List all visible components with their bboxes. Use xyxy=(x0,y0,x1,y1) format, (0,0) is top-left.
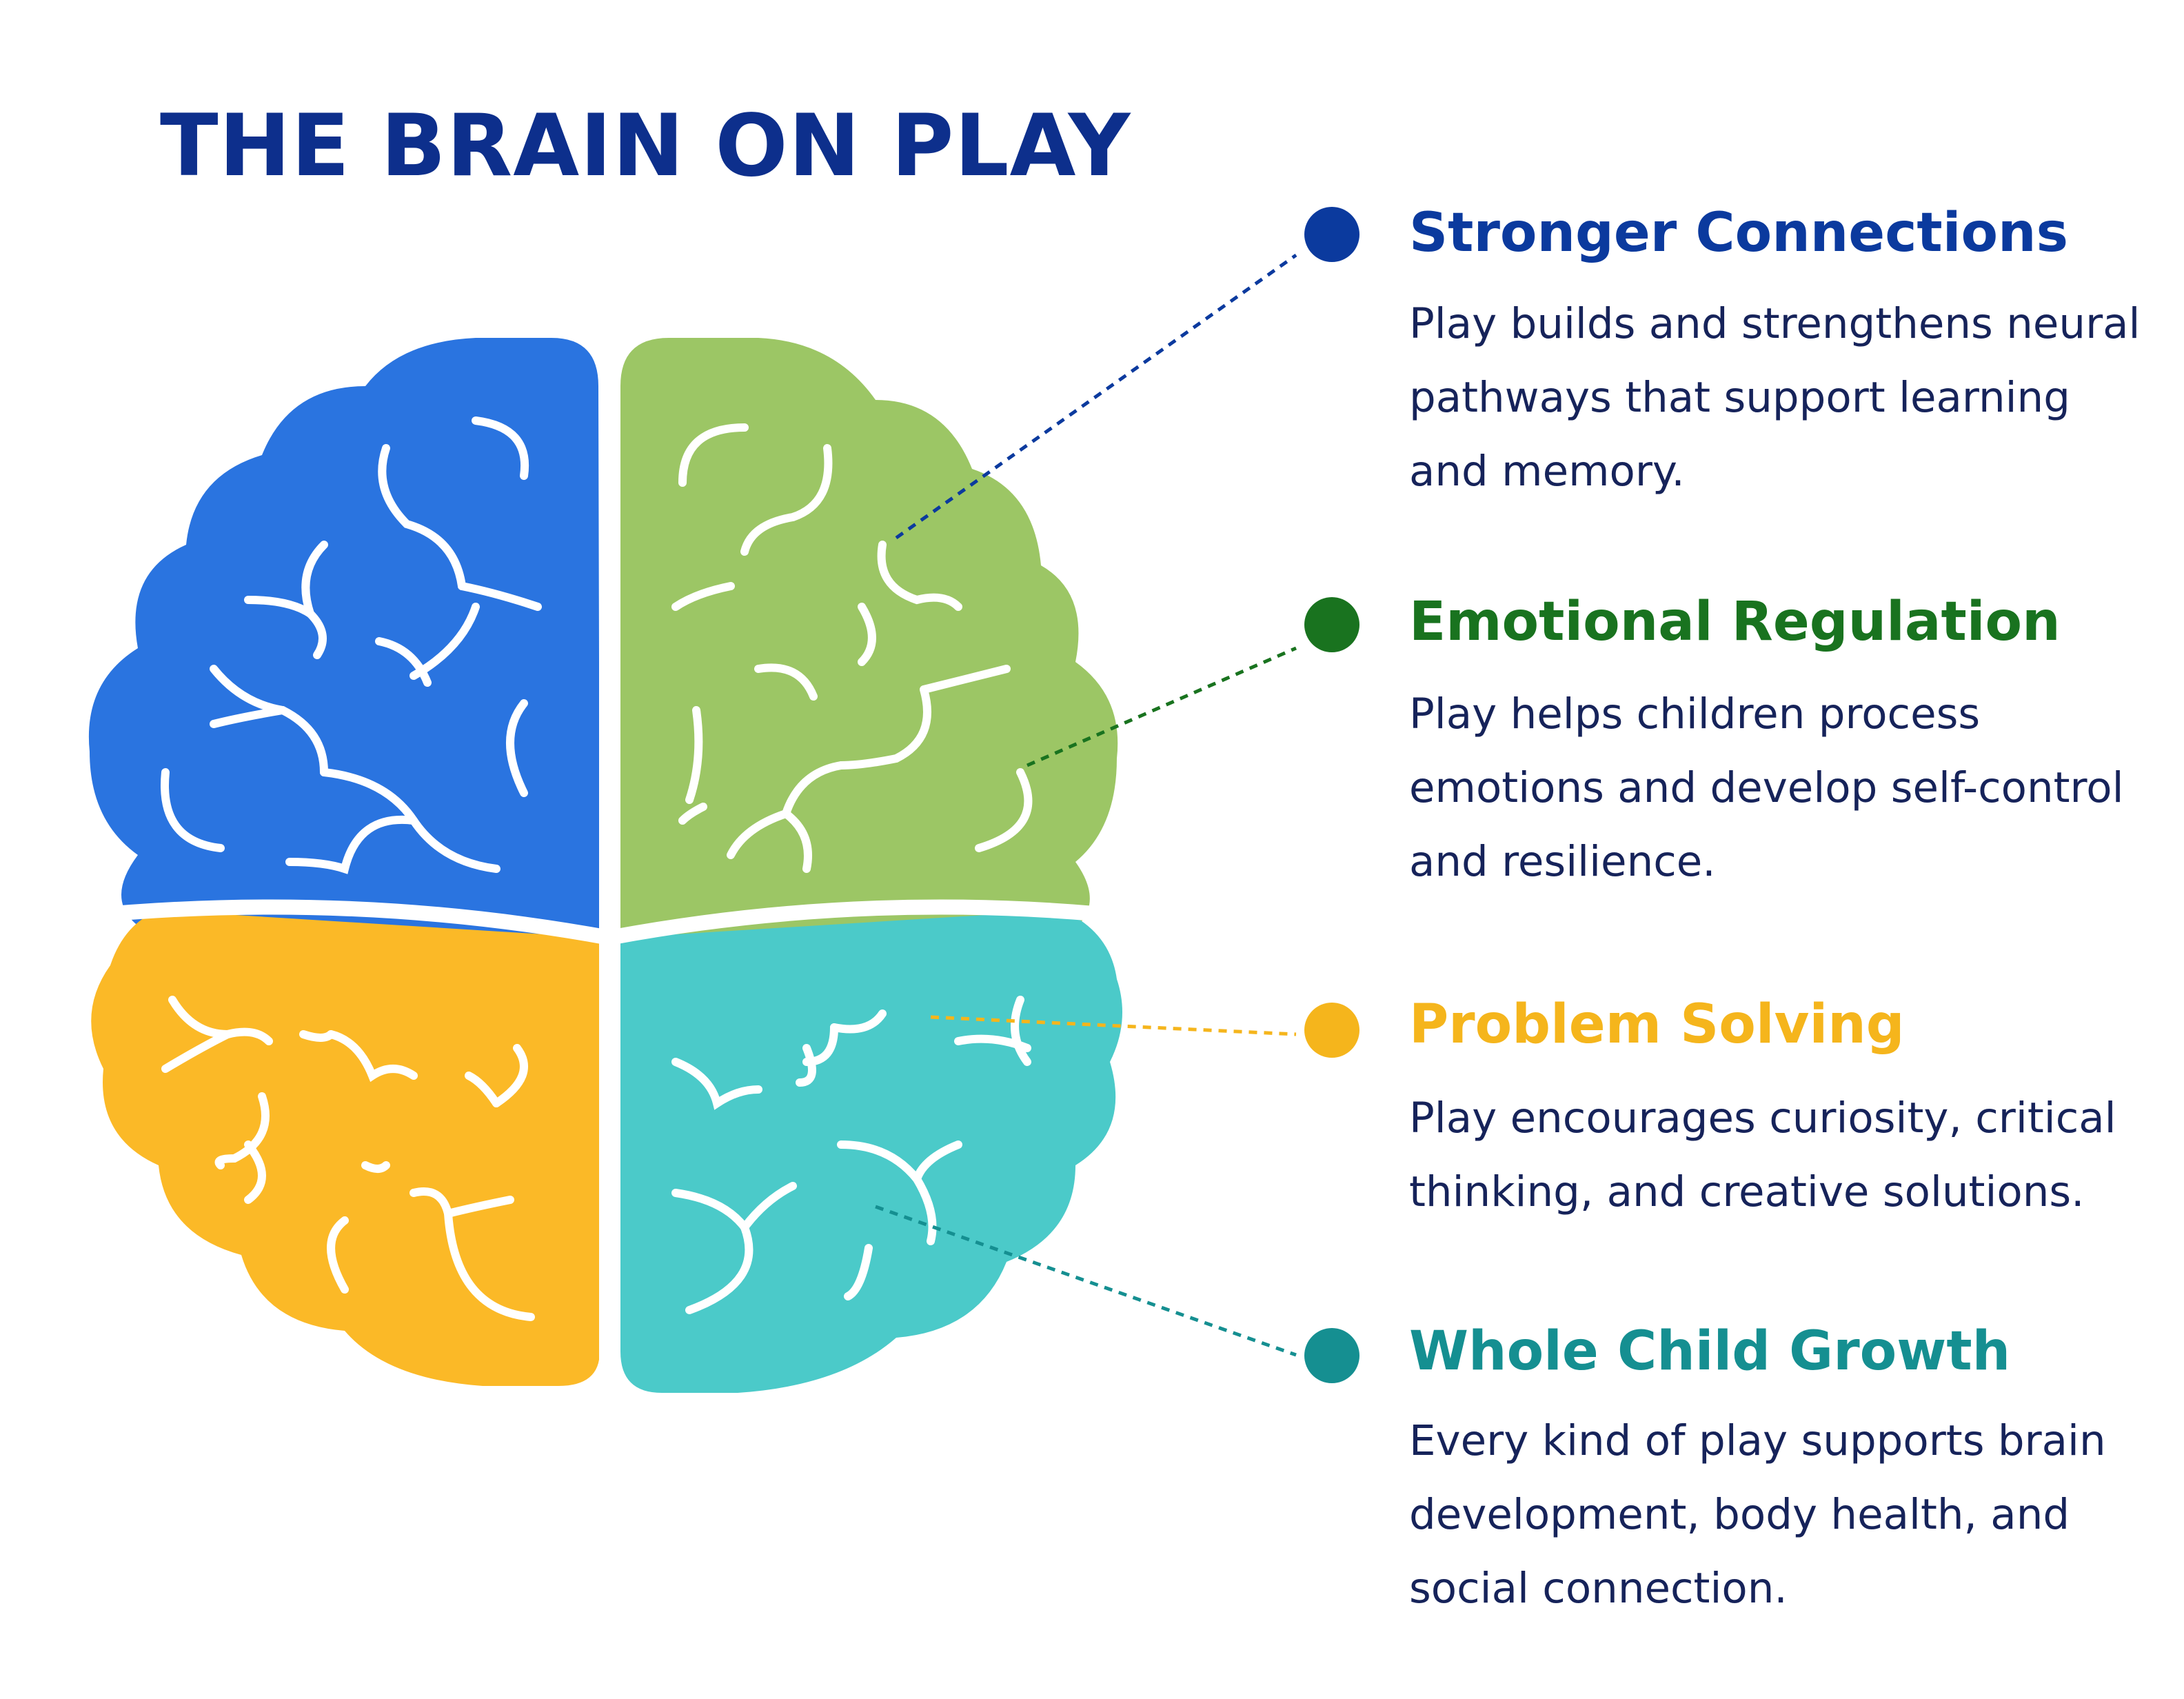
lobe-top-left-blue xyxy=(88,338,600,938)
feature-1-description: Play builds and strengthens neural pathw… xyxy=(1409,299,2141,496)
connectors xyxy=(875,253,1297,1357)
brain-illustration xyxy=(74,324,1132,1407)
feature-3-dot-icon xyxy=(1304,1003,1359,1058)
lobe-bottom-left-yellow xyxy=(91,910,600,1386)
brain-folds xyxy=(161,416,1033,1321)
feature-4-dot-icon xyxy=(1304,1328,1359,1383)
feature-4-title: Whole Child Growth xyxy=(1409,1320,2011,1383)
lobe-divider xyxy=(74,899,1132,946)
feature-4-description: Every kind of play supports brain develo… xyxy=(1409,1416,2106,1613)
connector-emotional-regulation xyxy=(1027,646,1297,767)
connector-stronger-connections xyxy=(895,253,1297,540)
feature-1-dot-icon xyxy=(1304,207,1359,262)
feature-3-title: Problem Solving xyxy=(1409,994,1905,1056)
connector-problem-solving xyxy=(930,1015,1297,1036)
feature-1-title: Stronger Connections xyxy=(1409,202,2068,264)
connector-whole-child-growth xyxy=(875,1205,1297,1357)
feature-2-description: Play helps children process emotions and… xyxy=(1409,690,2124,886)
page-title: THE BRAIN ON PLAY xyxy=(160,97,1131,196)
feature-2-title: Emotional Regulation xyxy=(1409,591,2061,653)
feature-2-dot-icon xyxy=(1304,597,1359,652)
feature-3-description: Play encourages curiosity, critical thin… xyxy=(1409,1094,2116,1216)
